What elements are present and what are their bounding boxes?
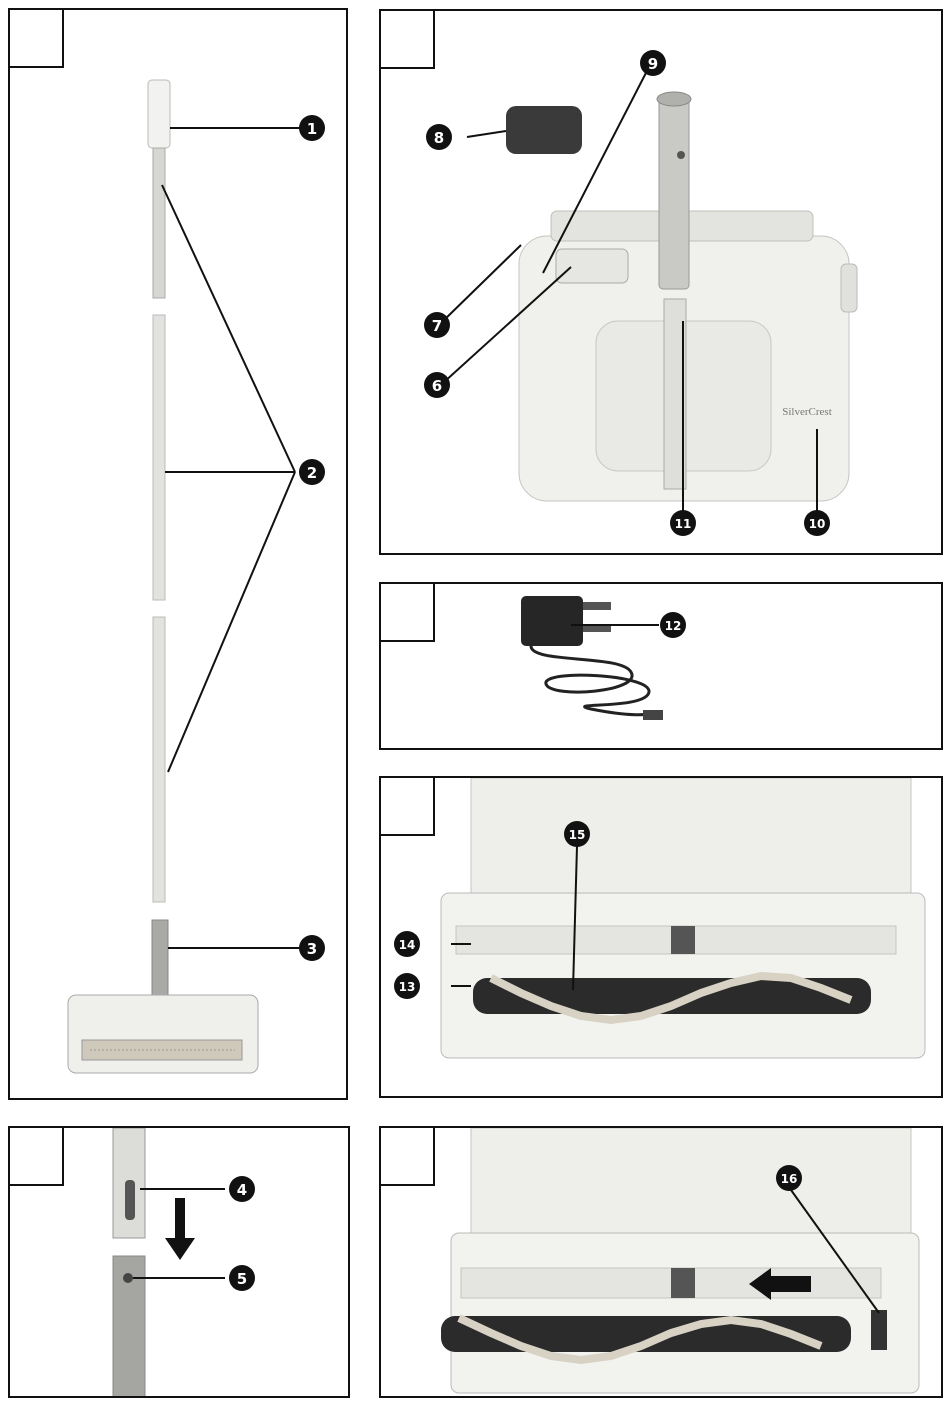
svg-text:10: 10 [809,517,826,531]
underside-lower [441,893,925,1058]
svg-text:6: 6 [432,377,442,395]
panel-charger: 12 [379,582,943,750]
callout-badge-11: 11 [670,510,696,536]
svg-text:16: 16 [781,1172,798,1186]
handle-illustration: 1 2 3 [10,10,348,1100]
underside-illustration: 15 14 13 [381,778,943,1098]
panel-sweeper-body: SilverCrest 8 9 7 6 11 10 [379,9,943,555]
panel-tube-connection: 4 5 [8,1126,350,1398]
callout-badge-1: 1 [299,115,325,141]
svg-text:1: 1 [307,120,317,138]
callout-badge-16: 16 [776,1165,802,1191]
callout-badge-6: 6 [424,372,450,398]
callout-badge-5: 5 [229,1265,255,1291]
callout-badge-13: 13 [394,973,420,999]
down-arrow [165,1198,195,1260]
handle-grip [148,80,170,148]
svg-text:4: 4 [237,1181,247,1199]
underside-upper [471,1128,911,1243]
svg-text:15: 15 [569,828,586,842]
callout-badge-7: 7 [424,312,450,338]
svg-text:7: 7 [432,317,442,335]
callout-badge-2: 2 [299,459,325,485]
tube-lower [153,617,165,902]
svg-text:14: 14 [399,938,416,952]
pole [659,99,689,289]
svg-text:5: 5 [237,1270,247,1288]
panel-roller-removal: 16 [379,1126,943,1398]
tube-upper [153,148,165,298]
charger-cable [531,646,651,715]
battery-cover [506,106,582,154]
underside-upper [471,778,911,908]
sweeper-body-illustration: SilverCrest 8 9 7 6 11 10 [381,11,943,555]
brand-logo: SilverCrest [782,406,832,418]
sweeper-body [68,995,258,1073]
charger-adapter [521,596,583,646]
callout-badge-4: 4 [229,1176,255,1202]
callout-badge-3: 3 [299,935,325,961]
callout-badge-15: 15 [564,821,590,847]
callout-badge-12: 12 [660,612,686,638]
panel-underside: 15 14 13 [379,776,943,1098]
side-knob [841,264,857,312]
power-switch [556,249,628,283]
callout-badge-9: 9 [640,50,666,76]
underside-lower [451,1233,919,1393]
panel-handle-assembly: 1 2 3 [8,8,348,1100]
callout-badge-10: 10 [804,510,830,536]
svg-text:13: 13 [399,980,416,994]
charger-illustration: 12 [381,584,943,750]
svg-text:8: 8 [434,129,444,147]
charger-plug [643,710,663,720]
callout-badge-8: 8 [426,124,452,150]
roller-removal-illustration: 16 [381,1128,943,1398]
svg-text:9: 9 [648,55,658,73]
svg-text:12: 12 [665,619,682,633]
callout-badge-14: 14 [394,931,420,957]
svg-text:11: 11 [675,517,692,531]
tube-middle [153,315,165,600]
svg-text:3: 3 [307,940,317,958]
tube-connection-illustration: 4 5 [10,1128,350,1398]
svg-text:2: 2 [307,464,317,482]
